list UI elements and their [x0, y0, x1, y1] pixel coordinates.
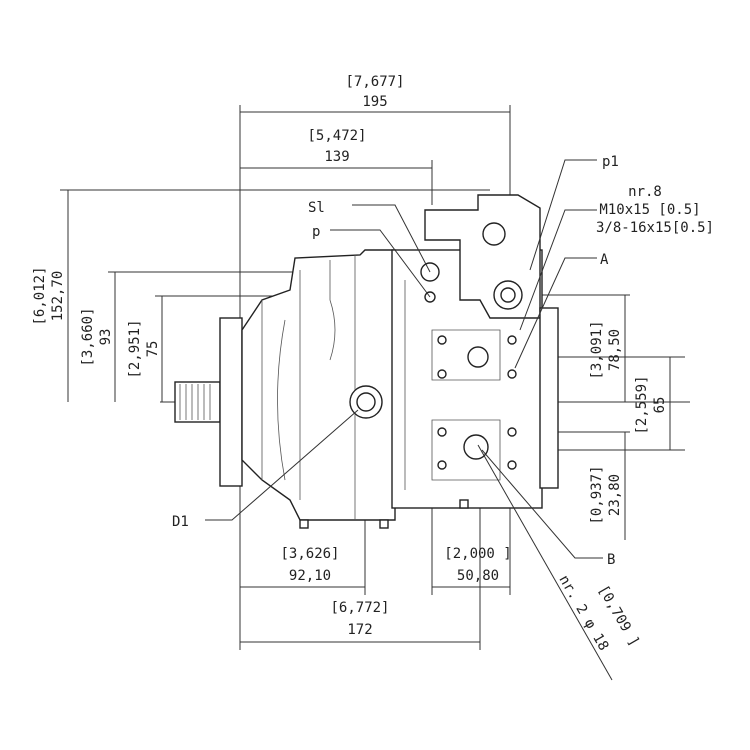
callout-sl: Sl [308, 200, 325, 216]
callout-d1: D1 [172, 514, 189, 530]
dim-right-upper-mm: 78,50 [607, 329, 623, 371]
mounting-flange [219, 317, 243, 487]
dim-top-overall-mm: 195 [362, 94, 387, 110]
callout-a: A [600, 252, 609, 268]
dim-left-mid-mm: 93 [98, 329, 114, 346]
dim-right-mid-mm: 65 [652, 397, 668, 414]
dim-left-overall-mm: 152,70 [50, 271, 66, 322]
dim-right-lower-inch: [0,937] [589, 465, 605, 524]
callout-b: B [607, 552, 615, 568]
callout-thread-count: nr.8 [628, 184, 662, 200]
leader-lines [205, 159, 613, 681]
dim-right-mid-inch: [2,559] [634, 375, 650, 434]
dim-left-shaft-inch: [2,951] [127, 319, 143, 378]
dim-bottom-left-mm: 92,10 [289, 568, 331, 584]
dim-bottom-overall-inch: [6,772] [330, 600, 389, 616]
callout-thread-metric: M10x15 [0.5] [599, 202, 700, 218]
dim-right-lower-mm: 23,80 [607, 474, 623, 516]
pump-housing [241, 249, 396, 521]
dim-top-partial-mm: 139 [324, 149, 349, 165]
flange-bolt-holes [437, 335, 517, 470]
dim-top-partial-inch: [5,472] [307, 128, 366, 144]
dim-left-shaft-mm: 75 [145, 341, 161, 358]
dim-left-overall-inch: [6,012] [32, 266, 48, 325]
dim-right-upper-inch: [3,091] [589, 320, 605, 379]
port-a [467, 346, 489, 368]
dim-bottom-overall-mm: 172 [347, 622, 372, 638]
pump-body [174, 194, 559, 529]
dimension-lines [67, 111, 671, 643]
rear-cover [539, 307, 559, 489]
dim-bottom-left-inch: [3,626] [280, 546, 339, 562]
dim-bottom-mid-inch: [2,000 ] [444, 546, 511, 562]
callout-p: p [312, 224, 320, 240]
dim-left-mid-inch: [3,660] [80, 307, 96, 366]
callout-p1: p1 [602, 154, 619, 170]
dim-bottom-mid-mm: 50,80 [457, 568, 499, 584]
dim-hole-spec: nr. 2 φ 18 [555, 572, 611, 653]
dim-top-overall-inch: [7,677] [345, 74, 404, 90]
callout-thread-unc: 3/8-16x15[0.5] [596, 220, 714, 236]
drive-shaft [174, 381, 221, 423]
port-regulator [482, 222, 506, 246]
